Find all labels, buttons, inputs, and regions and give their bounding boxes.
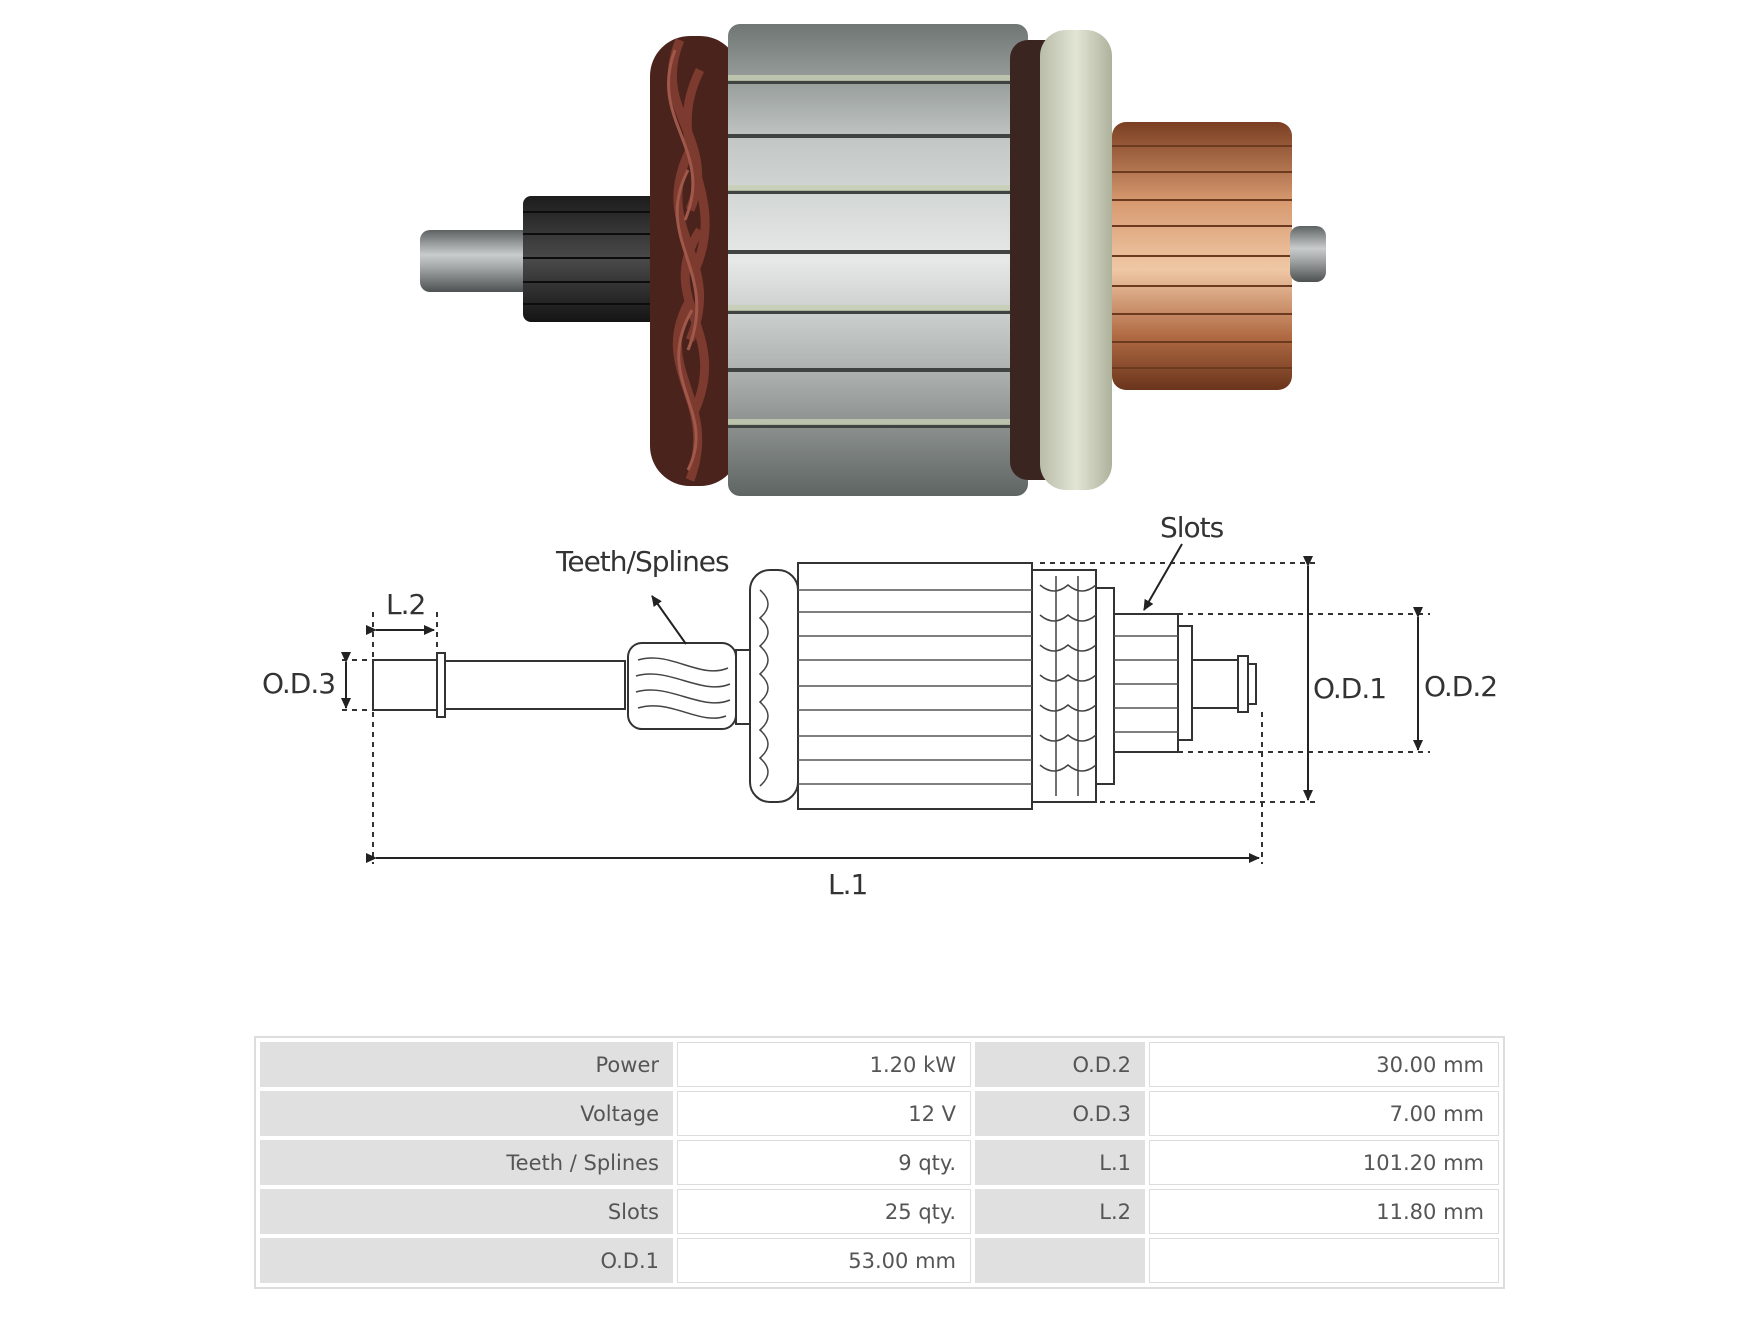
- spec-value: 25 qty.: [677, 1189, 971, 1234]
- spec-value: 53.00 mm: [677, 1238, 971, 1283]
- spec-value: 1.20 kW: [677, 1042, 971, 1087]
- spec-key: O.D.3: [975, 1091, 1145, 1136]
- spec-value: 12 V: [677, 1091, 971, 1136]
- drawing-windings-right: [1031, 569, 1097, 803]
- spec-key: Slots: [260, 1189, 673, 1234]
- spec-value: 101.20 mm: [1149, 1140, 1499, 1185]
- spec-key: O.D.1: [260, 1238, 673, 1283]
- drawing-commutator: [1113, 613, 1179, 753]
- spec-value: 9 qty.: [677, 1140, 971, 1185]
- spec-value: [1149, 1238, 1499, 1283]
- specs-table: Power 1.20 kW O.D.2 30.00 mm Voltage 12 …: [254, 1036, 1505, 1289]
- photo-shaft-left: [420, 230, 535, 292]
- teeth-splines-pointer: [651, 595, 687, 645]
- l2-label: L.2: [386, 588, 425, 621]
- drawing-shaft: [436, 652, 446, 718]
- spec-key: O.D.2: [975, 1042, 1145, 1087]
- l1-label: L.1: [828, 868, 867, 901]
- table-row: Teeth / Splines 9 qty. L.1 101.20 mm: [260, 1140, 1499, 1185]
- spec-value: 30.00 mm: [1149, 1042, 1499, 1087]
- spec-key: Voltage: [260, 1091, 673, 1136]
- spec-key: Teeth / Splines: [260, 1140, 673, 1185]
- spec-value: 7.00 mm: [1149, 1091, 1499, 1136]
- photo-armature-core: [728, 24, 1028, 496]
- photo-shaft-right: [1290, 226, 1326, 282]
- od1-label: O.D.1: [1313, 672, 1386, 705]
- table-row: Slots 25 qty. L.2 11.80 mm: [260, 1189, 1499, 1234]
- od3-label: O.D.3: [262, 667, 335, 700]
- table-row: O.D.1 53.00 mm: [260, 1238, 1499, 1283]
- slots-label: Slots: [1160, 511, 1224, 544]
- teeth-splines-label: Teeth/Splines: [555, 545, 729, 578]
- drawing-windings-left: [749, 569, 799, 803]
- spec-value: 11.80 mm: [1149, 1189, 1499, 1234]
- table-row: Voltage 12 V O.D.3 7.00 mm: [260, 1091, 1499, 1136]
- drawing-shaft-end: [372, 659, 438, 711]
- spec-key: L.1: [975, 1140, 1145, 1185]
- od2-label: O.D.2: [1424, 670, 1497, 703]
- spec-key: L.2: [975, 1189, 1145, 1234]
- table-row: Power 1.20 kW O.D.2 30.00 mm: [260, 1042, 1499, 1087]
- spec-key: Power: [260, 1042, 673, 1087]
- slots-pointer: [1143, 543, 1183, 611]
- photo-insulator-ring: [1040, 30, 1112, 490]
- armature-photo: [420, 24, 1326, 496]
- spec-key: [975, 1238, 1145, 1283]
